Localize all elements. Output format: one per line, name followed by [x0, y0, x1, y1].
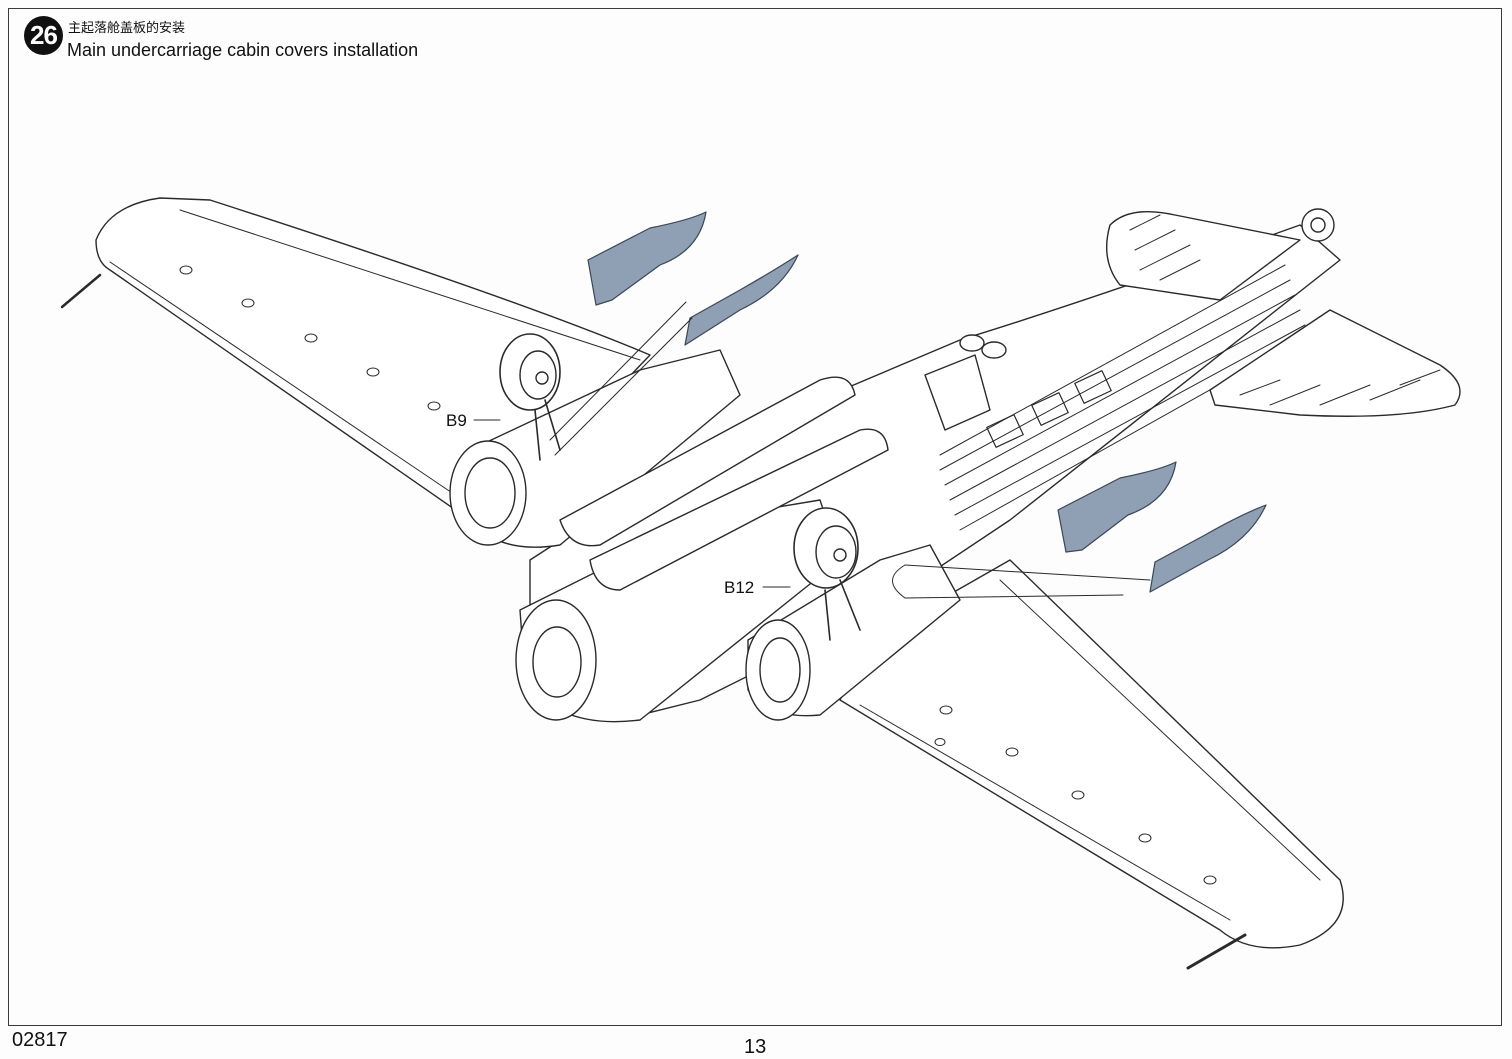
step-title-chinese: 主起落舱盖板的安装: [68, 21, 186, 36]
right-engine-intake: [745, 619, 811, 721]
left-wing-access-holes: [179, 265, 441, 411]
right-wing-spar-line: [859, 579, 1321, 921]
store-2: [589, 428, 889, 591]
tail-lower: [1209, 309, 1461, 417]
step-number-badge: 26: [24, 16, 63, 55]
tail-upper: [1105, 210, 1301, 301]
fuselage-windows: [986, 370, 1112, 448]
page-number: 13: [744, 1036, 767, 1058]
right-cover-panel-b12-b: [1149, 504, 1267, 593]
part-label-b9: B9: [446, 411, 467, 430]
store-1: [559, 376, 856, 547]
left-cover-panel-b9-b: [684, 254, 799, 346]
tail-rib-slots: [1129, 214, 1441, 406]
tail-wheel: [1301, 208, 1335, 242]
left-cover-panel-b9-a: [587, 211, 707, 306]
right-gear-strut: [824, 579, 861, 641]
left-gear-strut: [534, 399, 561, 461]
kit-code: 02817: [12, 1029, 68, 1051]
right-pitot-tube: [1186, 933, 1247, 970]
assembly-guide-lines: [549, 301, 1151, 599]
turret-right: [981, 341, 1007, 359]
canopy-block: [924, 354, 991, 431]
part-label-b12: B12: [724, 578, 754, 597]
center-engine-intake: [515, 599, 597, 721]
left-pitot-tube: [60, 273, 102, 309]
page-frame: [8, 8, 1502, 1026]
turret-left: [959, 334, 985, 352]
right-cover-panel-b12-a: [1057, 461, 1177, 553]
right-wing: [839, 559, 1344, 949]
right-main-wheel: [793, 507, 859, 589]
right-wing-access-holes: [934, 705, 1217, 885]
left-main-wheel: [499, 333, 561, 411]
left-wing-spar-line: [109, 209, 641, 506]
step-title-english: Main undercarriage cabin covers installa…: [67, 40, 419, 60]
